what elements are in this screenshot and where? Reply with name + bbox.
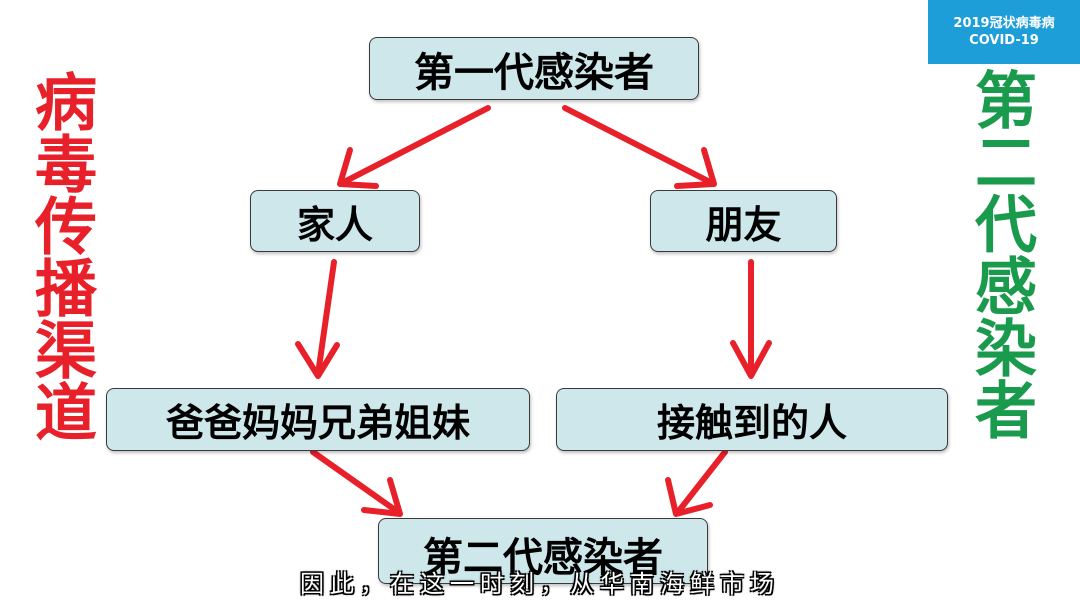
badge-line-2: COVID-19 [969, 33, 1039, 48]
arrow-head [730, 340, 772, 379]
node-contacts: 接触到的人 [556, 388, 948, 451]
right-vertical-title: 第二代感染者 [964, 68, 1037, 440]
arrow-head [665, 477, 713, 517]
arrow-head [337, 147, 379, 189]
node-relatives: 爸爸妈妈兄弟姐妹 [106, 388, 530, 451]
video-subtitle: 因此，在这一时刻，从华南海鲜市场 [300, 570, 780, 598]
badge-line-1: 2019冠状病毒病 [953, 16, 1055, 31]
left-vertical-title: 病毒传播渠道 [24, 70, 97, 442]
node-family: 家人 [250, 190, 420, 252]
arrow-first-to-family [339, 105, 491, 186]
arrow-head [674, 147, 717, 189]
arrow-family-to-relatives [315, 259, 337, 377]
node-first-generation: 第一代感染者 [369, 37, 699, 100]
arrow-head [361, 477, 403, 517]
arrow-first-to-friends [562, 105, 715, 186]
covid-badge: 2019冠状病毒病 COVID-19 [928, 0, 1080, 64]
arrow-contacts-to-second [675, 449, 728, 515]
node-second-generation: 第二代感染者 [378, 518, 708, 584]
arrow-head [295, 341, 340, 379]
node-friends: 朋友 [650, 190, 837, 252]
arrow-relatives-to-second [310, 449, 401, 515]
